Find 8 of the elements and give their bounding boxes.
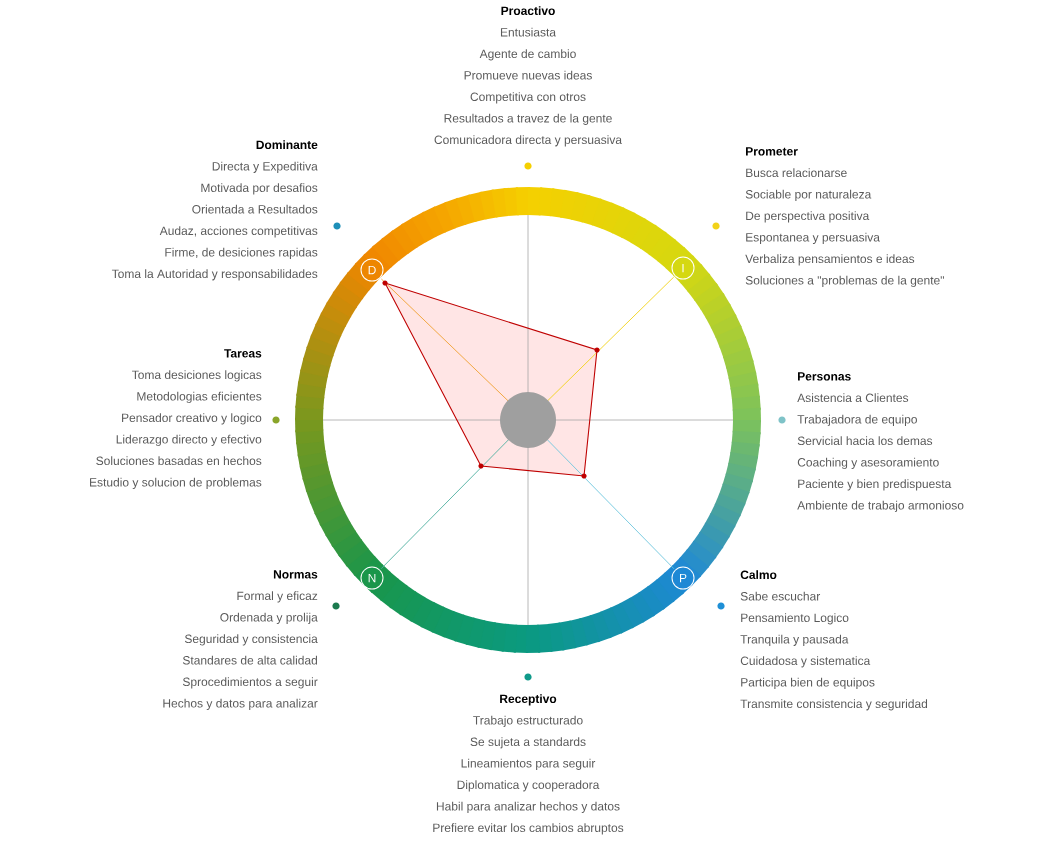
trait-list: Proactivo Entusiasta Agente de cambio Promueve nuevas ideas Competitiva con otros Resultados a travez de la gente Comunicadora directa y persuasiva: [434, 6, 622, 147]
trait-list: Receptivo Trabajo estructurado Se sujeta a standards Lineamientos para seguir Diplomatica y cooperadora Habil para analizar hechos y datos Prefiere evitar los cambios abruptos: [433, 694, 624, 835]
trait-list: Tareas Toma desiciones logicas Metodologias eficientes Pensador creativo y logico Liderazgo directo y efectivo Soluciones basadas en hechos Estudio y solucion de problemas: [90, 349, 262, 489]
trait-list: Dominante Directa y Expeditiva Motivada por desafios Orientada a Resultados Audaz, acciones competitivas Firme, de desiciones rapidas Toma la Autoridad y responsabilidades: [111, 140, 318, 281]
trait-list: Personas Asistencia a Clientes Trabajadora de equipo Servicial hacia los demas Coaching y asesoramiento Paciente y bien predispuesta Ambiente de trabajo armonioso: [797, 372, 964, 512]
trait-list: Normas Formal y eficaz Ordenada y prolija Seguridad y consistencia Standares de alta calidad Sprocedimientos a seguir Hechos y datos para analizar: [163, 570, 318, 710]
trait-list: Calmo Sabe escuchar Pensamiento Logico Tranquila y pausada Cuidadosa y sistematica Participa bien de equipos Transmite consistencia y seguridad: [740, 570, 928, 711]
trait-list: Prometer Busca relacionarse Sociable por naturaleza De perspectiva positiva Espontanea y persuasiva Verbaliza pensamientos e ideas Soluciones a "problemas de la gente": [745, 147, 944, 287]
